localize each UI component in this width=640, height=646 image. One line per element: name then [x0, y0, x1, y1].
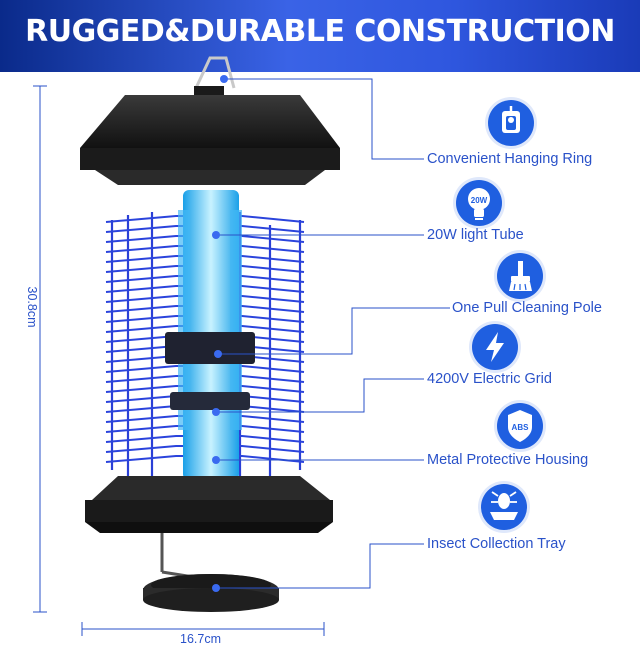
- hanging-ring: [194, 56, 236, 89]
- feature-label-collection-tray: Insect Collection Tray: [427, 536, 566, 552]
- collection-tray: [143, 533, 279, 612]
- hanging-ring-icon: [488, 100, 534, 146]
- lightning-bolt-icon: [472, 324, 518, 370]
- lamp-base: [85, 476, 333, 533]
- shield-badge-text: ABS: [512, 423, 530, 432]
- light-tube: [165, 190, 255, 480]
- title-banner: RUGGED&DURABLE CONSTRUCTION: [0, 0, 640, 72]
- banner-title: RUGGED&DURABLE CONSTRUCTION: [25, 14, 615, 49]
- bulb-badge-text: 20W: [471, 196, 488, 205]
- cleaning-brush-icon: [497, 253, 543, 299]
- feature-label-protective-housing: Metal Protective Housing: [427, 452, 589, 468]
- light-bulb-20w-icon: 20W: [456, 180, 502, 226]
- lamp-roof: [80, 86, 340, 185]
- feature-label-light-tube: 20W light Tube: [427, 227, 524, 243]
- feature-label-cleaning-pole: One Pull Cleaning Pole: [452, 300, 602, 316]
- abs-shield-icon: ABS: [497, 403, 543, 449]
- width-dimension: 16.7cm: [180, 632, 221, 646]
- leader-lines: [216, 78, 450, 589]
- feature-label-hanging-ring: Convenient Hanging Ring: [427, 151, 593, 167]
- dimension-lines: [33, 85, 325, 636]
- height-dimension: 30.8cm: [25, 286, 39, 328]
- feature-label-electric-grid: 4200V Electric Grid: [427, 371, 552, 387]
- insect-tray-icon: [481, 484, 527, 530]
- leader-dots: [212, 75, 228, 592]
